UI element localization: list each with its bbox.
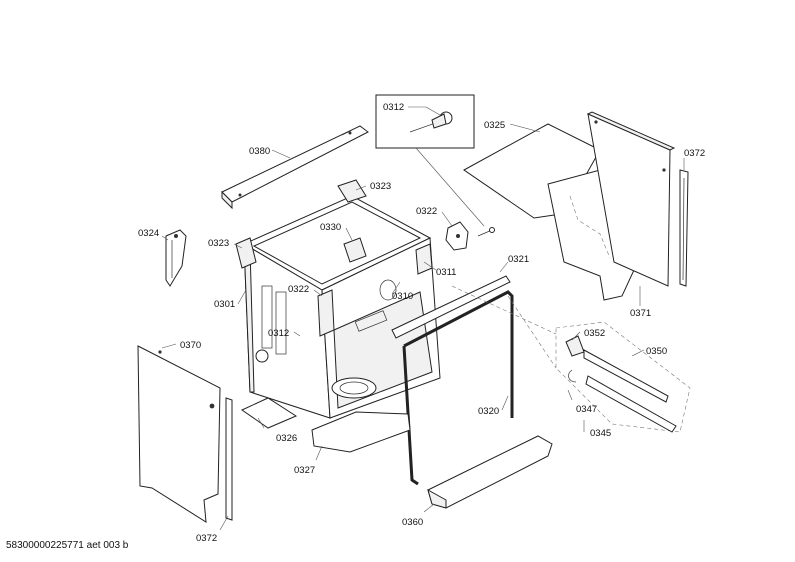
label-0322-top: 0322 bbox=[416, 206, 437, 217]
part-0370-left-side-panel bbox=[137, 345, 221, 523]
label-0310: 0310 bbox=[392, 291, 413, 302]
label-0327: 0327 bbox=[294, 465, 315, 476]
part-0372-lower-strip bbox=[225, 397, 233, 521]
part-labels: 0380 0323 0312 0325 0372 0324 0323 0330 … bbox=[138, 102, 705, 544]
label-0326: 0326 bbox=[276, 433, 297, 444]
label-0372-right: 0372 bbox=[684, 148, 705, 159]
label-0380: 0380 bbox=[249, 146, 270, 157]
label-0360: 0360 bbox=[402, 517, 423, 528]
label-0371: 0371 bbox=[630, 308, 651, 319]
part-0320-door-seal bbox=[402, 290, 514, 486]
label-0320: 0320 bbox=[478, 406, 499, 417]
label-0323-left: 0323 bbox=[208, 238, 229, 249]
label-0322-left: 0322 bbox=[288, 284, 309, 295]
label-0330: 0330 bbox=[320, 222, 341, 233]
label-0325: 0325 bbox=[484, 120, 505, 131]
part-0324-bracket bbox=[165, 229, 187, 287]
label-0312-callout: 0312 bbox=[383, 102, 404, 113]
label-0323-top: 0323 bbox=[370, 181, 391, 192]
label-0324: 0324 bbox=[138, 228, 159, 239]
part-0321-door-seal-rail bbox=[391, 275, 511, 339]
label-0352: 0352 bbox=[584, 328, 605, 339]
part-0372-right-strip bbox=[679, 169, 689, 287]
label-0311: 0311 bbox=[436, 267, 456, 278]
label-0350: 0350 bbox=[646, 346, 667, 357]
part-0327-base-plinth bbox=[311, 411, 411, 453]
label-0321: 0321 bbox=[508, 254, 529, 265]
part-0371-side-panel bbox=[586, 111, 676, 287]
part-0380-top-strip bbox=[221, 125, 369, 210]
part-0322-bracket bbox=[445, 221, 469, 251]
drawing-reference-number: 58300000225771 aet 003 b bbox=[6, 540, 129, 551]
label-0312-body: 0312 bbox=[268, 328, 289, 339]
callout-box-0312 bbox=[375, 94, 495, 237]
label-0347: 0347 bbox=[576, 404, 597, 415]
label-0370: 0370 bbox=[180, 340, 201, 351]
part-0360-bottom-tray bbox=[427, 435, 553, 509]
group-0345-rail-assembly bbox=[451, 285, 691, 433]
label-0372-lower: 0372 bbox=[196, 533, 217, 544]
leader-lines bbox=[161, 123, 685, 531]
label-0301: 0301 bbox=[214, 299, 235, 310]
part-0301-tub-body bbox=[235, 179, 441, 419]
label-0345: 0345 bbox=[590, 428, 611, 439]
part-0326-base-plate bbox=[240, 397, 298, 429]
